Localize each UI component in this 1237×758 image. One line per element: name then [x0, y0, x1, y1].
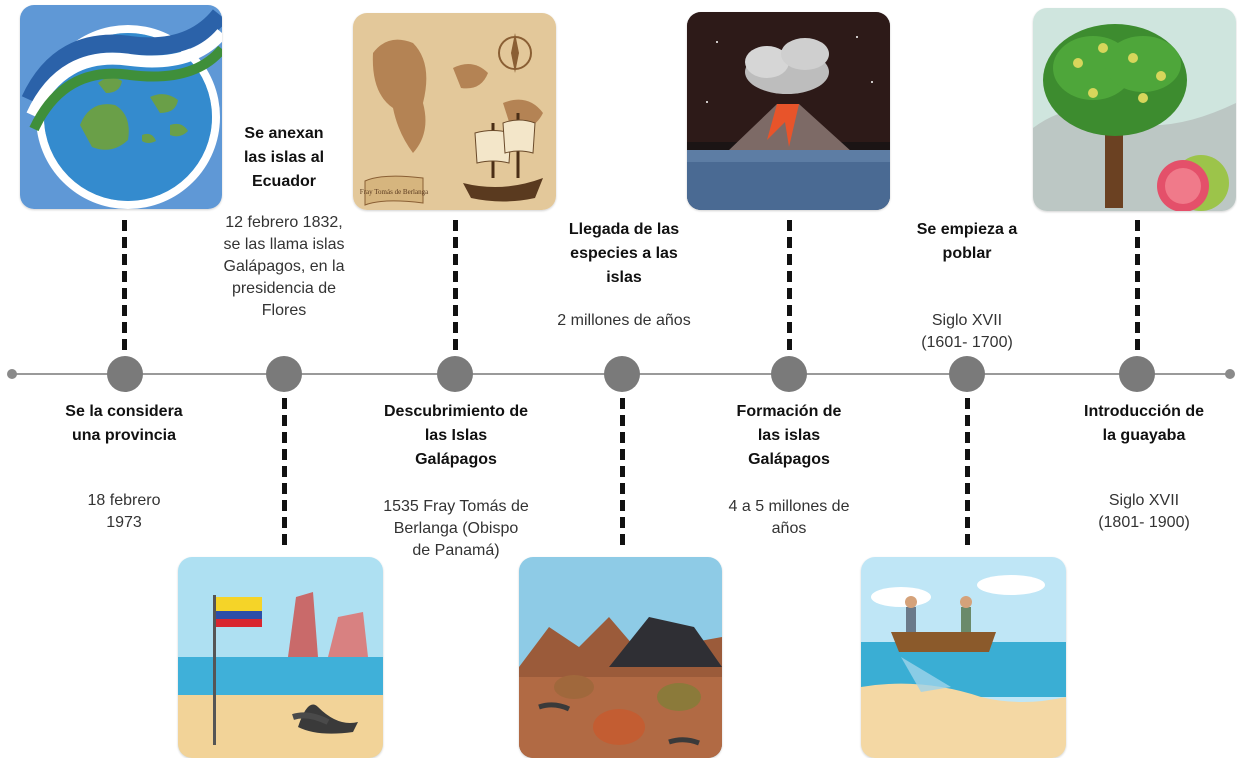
- connector-1: [122, 220, 127, 350]
- connector-6: [965, 398, 970, 550]
- event-2-title: Se anexan las islas al Ecuador: [243, 125, 325, 190]
- connector-7: [1135, 220, 1140, 350]
- volcano-image: [687, 12, 890, 210]
- tortoises-image: [519, 557, 722, 758]
- event-3-title: Descubrimiento de las Islas Galápagos: [383, 403, 529, 468]
- event-node-4: [604, 356, 640, 392]
- event-5-detail: 4 a 5 millones de años: [728, 498, 850, 537]
- event-7-detail: Siglo XVII (1801- 1900): [1098, 492, 1190, 531]
- event-3-detail: 1535 Fray Tomás de Berlanga (Obispo de P…: [383, 498, 529, 559]
- event-node-3: [437, 356, 473, 392]
- event-node-6: [949, 356, 985, 392]
- event-4-title: Llegada de las especies a las islas: [568, 221, 680, 286]
- axis-start-dot: [7, 369, 17, 379]
- connector-5: [787, 220, 792, 350]
- event-4-detail: 2 millones de años: [557, 312, 691, 329]
- event-node-5: [771, 356, 807, 392]
- axis-end-dot: [1225, 369, 1235, 379]
- event-6-title: Se empieza a poblar: [916, 221, 1018, 262]
- event-node-1: [107, 356, 143, 392]
- connector-3: [453, 220, 458, 350]
- event-1-detail: 18 febrero 1973: [87, 492, 161, 531]
- beach-flag-image: [178, 557, 383, 758]
- event-6-detail: Siglo XVII (1601- 1700): [921, 312, 1013, 351]
- event-1-title: Se la considera una provincia: [65, 403, 183, 444]
- fishermen-image: [861, 557, 1066, 758]
- event-node-7: [1119, 356, 1155, 392]
- event-node-2: [266, 356, 302, 392]
- galapagos-map-image: [20, 5, 222, 209]
- event-5-title: Formación de las islas Galápagos: [736, 403, 842, 468]
- map-caption: Fray Tomás de Berlanga: [360, 188, 429, 196]
- guava-tree-image: [1033, 8, 1236, 211]
- old-map-ship-image: Fray Tomás de Berlanga: [353, 13, 556, 210]
- connector-2: [282, 398, 287, 550]
- event-7-title: Introducción de la guayaba: [1084, 403, 1204, 444]
- event-2-detail: 12 febrero 1832, se las llama islas Galá…: [223, 214, 345, 319]
- connector-4: [620, 398, 625, 550]
